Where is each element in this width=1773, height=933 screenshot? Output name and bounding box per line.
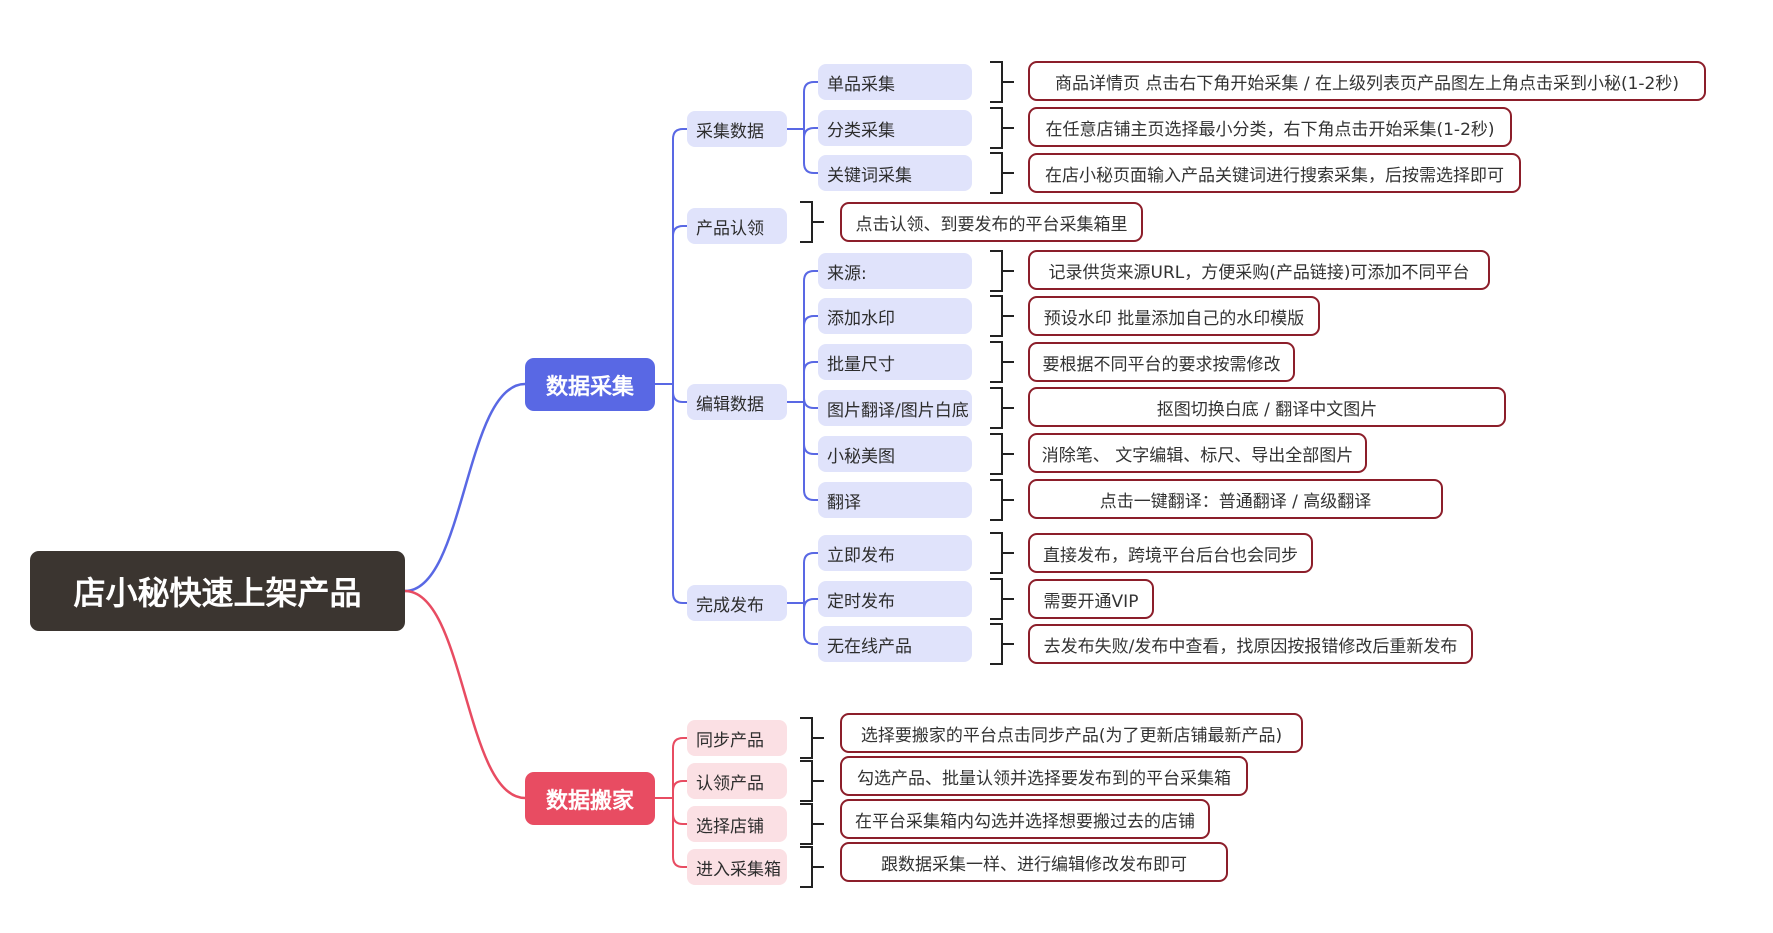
link-collect-leaf-0 [803,81,818,129]
subtopic-product-claim[interactable]: 产品认领 [687,208,787,244]
link-root-to-collection [404,382,526,593]
bracket-leaf-6 [990,387,1003,429]
desc-add-watermark: 预设水印 批量添加自己的水印模版 [1028,296,1320,336]
bracket-leaf-0 [990,61,1003,103]
bracket-leaf-8 [990,479,1003,521]
leaf-translate[interactable]: 翻译 [818,482,972,518]
link-edit-leaf-4 [803,402,818,455]
desc-xiaomi-image: 消除笔、 文字编辑、标尺、导出全部图片 [1028,433,1367,473]
bracket-leaf-7 [990,433,1003,475]
subtopic-select-store[interactable]: 选择店铺 [687,806,787,842]
subtopic-collect-data[interactable]: 采集数据 [687,111,787,147]
desc-source: 记录供货来源URL，方便采购(产品链接)可添加不同平台 [1028,250,1490,290]
desc-product-claim: 点击认领、到要发布的平台采集箱里 [840,202,1143,242]
desc-publish-now: 直接发布，跨境平台后台也会同步 [1028,533,1313,573]
link-migration-sub-3 [672,798,687,868]
link-root-to-migration [404,589,526,800]
root-topic[interactable]: 店小秘快速上架产品 [30,551,405,631]
subtopic-enter-collection-box[interactable]: 进入采集箱 [687,849,787,885]
bracket-leaf-10 [990,578,1003,620]
link-publish-leaf-2 [803,603,818,645]
desc-no-online-product: 去发布失败/发布中查看，找原因按报错修改后重新发布 [1028,624,1473,664]
leaf-scheduled-publish[interactable]: 定时发布 [818,581,972,617]
link-edit-leaf-1 [803,315,818,402]
desc-select-store: 在平台采集箱内勾选并选择想要搬过去的店铺 [840,799,1210,839]
desc-keyword-collect: 在店小秘页面输入产品关键词进行搜索采集，后按需选择即可 [1028,153,1521,193]
desc-scheduled-publish: 需要开通VIP [1028,579,1154,619]
bracket-leaf-2 [990,152,1003,194]
leaf-image-translate[interactable]: 图片翻译/图片白底 [818,390,972,426]
bracket-leaf-3 [990,250,1003,292]
leaf-xiaomi-image[interactable]: 小秘美图 [818,436,972,472]
link-collection-sub-1 [672,225,687,384]
branch-data-collection[interactable]: 数据采集 [525,358,655,411]
bracket-leaf-9 [990,532,1003,574]
link-publish-leaf-0 [803,552,818,603]
leaf-keyword-collect[interactable]: 关键词采集 [818,155,972,191]
leaf-no-online-product[interactable]: 无在线产品 [818,626,972,662]
link-edit-leaf-2 [803,361,818,402]
leaf-single-collect[interactable]: 单品采集 [818,64,972,100]
link-edit-leaf-0 [803,270,818,402]
link-collection-sub-0 [672,128,687,384]
bracket-leaf-11 [990,623,1003,665]
leaf-source[interactable]: 来源: [818,253,972,289]
desc-sync-products: 选择要搬家的平台点击同步产品(为了更新店铺最新产品) [840,713,1303,753]
leaf-category-collect[interactable]: 分类采集 [818,110,972,146]
link-collect-leaf-2 [803,129,818,174]
link-edit-leaf-5 [803,402,818,501]
leaf-add-watermark[interactable]: 添加水印 [818,298,972,334]
subtopic-sync-products[interactable]: 同步产品 [687,720,787,756]
bracket-migration-3 [800,846,813,888]
leaf-publish-now[interactable]: 立即发布 [818,535,972,571]
link-edit-leaf-3 [803,397,818,409]
bracket-leaf-4 [990,295,1003,337]
bracket-leaf-5 [990,341,1003,383]
desc-single-collect: 商品详情页 点击右下角开始采集 / 在上级列表页产品图左上角点击采到小秘(1-2… [1028,61,1706,101]
bracket-product-claim [800,201,813,243]
subtopic-claim-products[interactable]: 认领产品 [687,763,787,799]
link-publish-leaf-1 [803,598,818,610]
desc-batch-size: 要根据不同平台的要求按需修改 [1028,342,1295,382]
bracket-migration-0 [800,717,813,759]
link-migration-sub-0 [672,737,687,798]
desc-claim-products: 勾选产品、批量认领并选择要发布到的平台采集箱 [840,756,1248,796]
desc-translate: 点击一键翻译：普通翻译 / 高级翻译 [1028,479,1443,519]
subtopic-edit-data[interactable]: 编辑数据 [687,384,787,420]
subtopic-finish-publish[interactable]: 完成发布 [687,585,787,621]
link-migration-sub-1 [672,780,687,798]
desc-image-translate: 抠图切换白底 / 翻译中文图片 [1028,387,1506,427]
desc-category-collect: 在任意店铺主页选择最小分类，右下角点击开始采集(1-2秒) [1028,107,1512,147]
bracket-migration-1 [800,760,813,802]
leaf-batch-size[interactable]: 批量尺寸 [818,344,972,380]
bracket-leaf-1 [990,107,1003,149]
link-collection-sub-2 [672,384,687,403]
link-migration-sub-2 [672,798,687,825]
branch-data-migration[interactable]: 数据搬家 [525,772,655,825]
desc-enter-collection-box: 跟数据采集一样、进行编辑修改发布即可 [840,842,1228,882]
link-collect-leaf-1 [803,127,818,139]
bracket-migration-2 [800,803,813,845]
link-collection-sub-3 [672,384,687,604]
